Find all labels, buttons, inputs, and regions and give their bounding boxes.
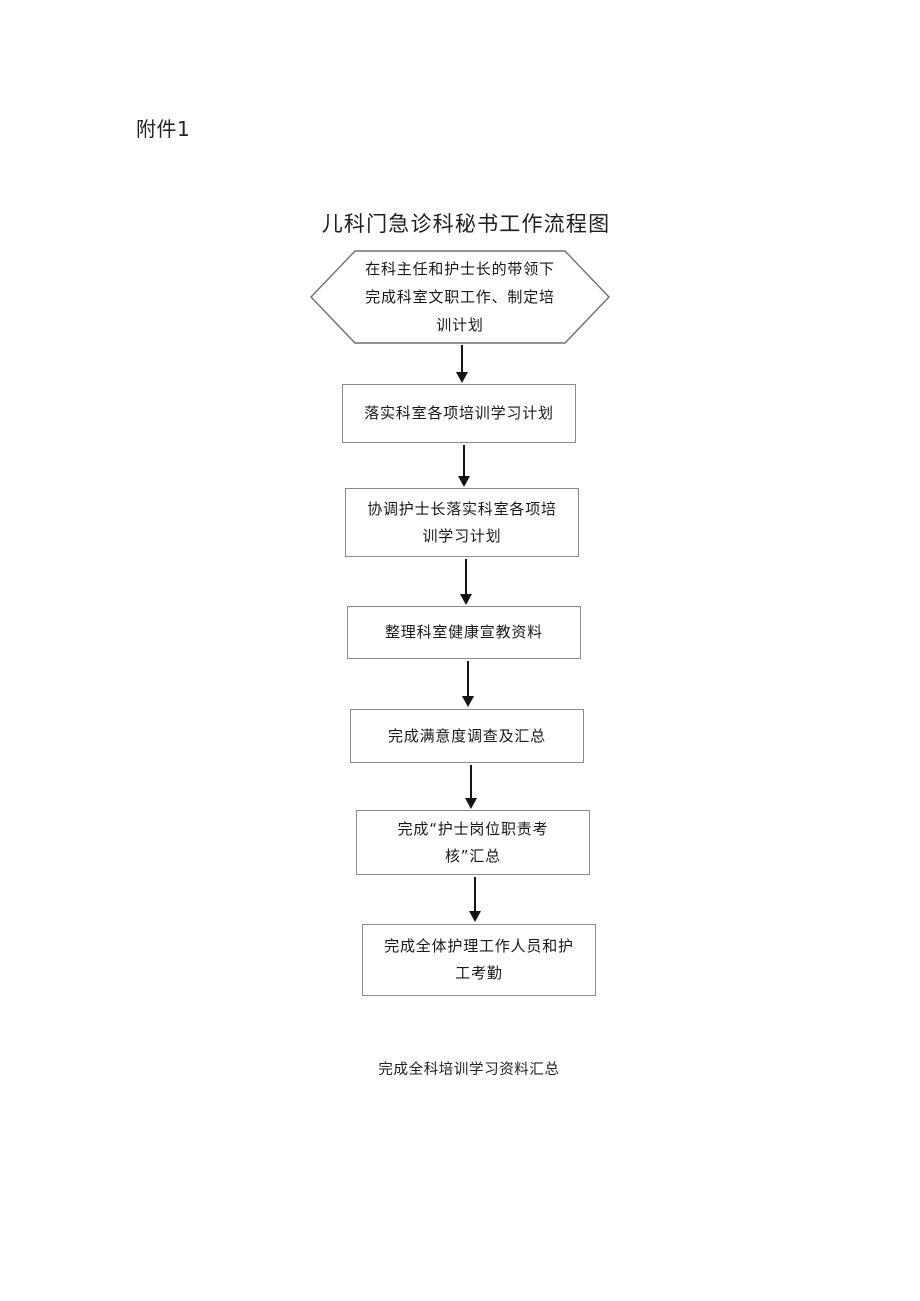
flow-node-step-2: 协调护士长落实科室各项培训学习计划 bbox=[345, 488, 579, 557]
flow-node-step-4: 完成满意度调查及汇总 bbox=[350, 709, 584, 763]
footer-note: 完成全科培训学习资料汇总 bbox=[378, 1062, 560, 1078]
flow-node-step-1-label: 落实科室各项培训学习计划 bbox=[364, 404, 554, 422]
connector-arrow-1 bbox=[455, 345, 469, 383]
arrow-head-icon bbox=[460, 594, 472, 605]
connector-arrow-2 bbox=[457, 445, 471, 487]
flow-node-step-6-label: 完成全体护理工作人员和护工考勤 bbox=[384, 937, 574, 982]
flow-node-step-6: 完成全体护理工作人员和护工考勤 bbox=[362, 924, 596, 996]
connector-arrow-5 bbox=[464, 765, 478, 809]
flow-node-start: 在科主任和护士长的带领下完成科室文职工作、制定培训计划 bbox=[310, 250, 610, 344]
connector-arrow-3 bbox=[459, 559, 473, 605]
arrow-head-icon bbox=[462, 696, 474, 707]
flow-node-step-4-label: 完成满意度调查及汇总 bbox=[387, 726, 546, 745]
flow-node-step-2-label: 协调护士长落实科室各项培训学习计划 bbox=[367, 499, 557, 545]
arrow-head-icon bbox=[465, 798, 477, 809]
connector-arrow-4 bbox=[461, 661, 475, 707]
page-title: 儿科门急诊科秘书工作流程图 bbox=[321, 212, 611, 236]
arrow-head-icon bbox=[456, 372, 468, 383]
flow-node-step-3: 整理科室健康宣教资料 bbox=[347, 606, 581, 659]
connector-stem bbox=[467, 661, 469, 696]
flow-node-step-5: 完成“护士岗位职责考核”汇总 bbox=[356, 810, 590, 875]
connector-arrow-6 bbox=[468, 877, 482, 922]
arrow-head-icon bbox=[469, 911, 481, 922]
connector-stem bbox=[470, 765, 472, 798]
flow-node-step-5-label: 完成“护士岗位职责考核”汇总 bbox=[397, 819, 549, 865]
arrow-head-icon bbox=[458, 476, 470, 487]
hexagon-shape-icon bbox=[310, 250, 610, 344]
connector-stem bbox=[465, 559, 467, 594]
attachment-label: 附件1 bbox=[136, 117, 191, 141]
flow-node-step-3-label: 整理科室健康宣教资料 bbox=[384, 623, 543, 641]
connector-stem bbox=[474, 877, 476, 911]
connector-stem bbox=[463, 445, 465, 476]
flow-node-step-1: 落实科室各项培训学习计划 bbox=[342, 384, 576, 443]
flow-node-start-label: 在科主任和护士长的带领下完成科室文职工作、制定培训计划 bbox=[365, 260, 555, 334]
connector-stem bbox=[461, 345, 463, 372]
